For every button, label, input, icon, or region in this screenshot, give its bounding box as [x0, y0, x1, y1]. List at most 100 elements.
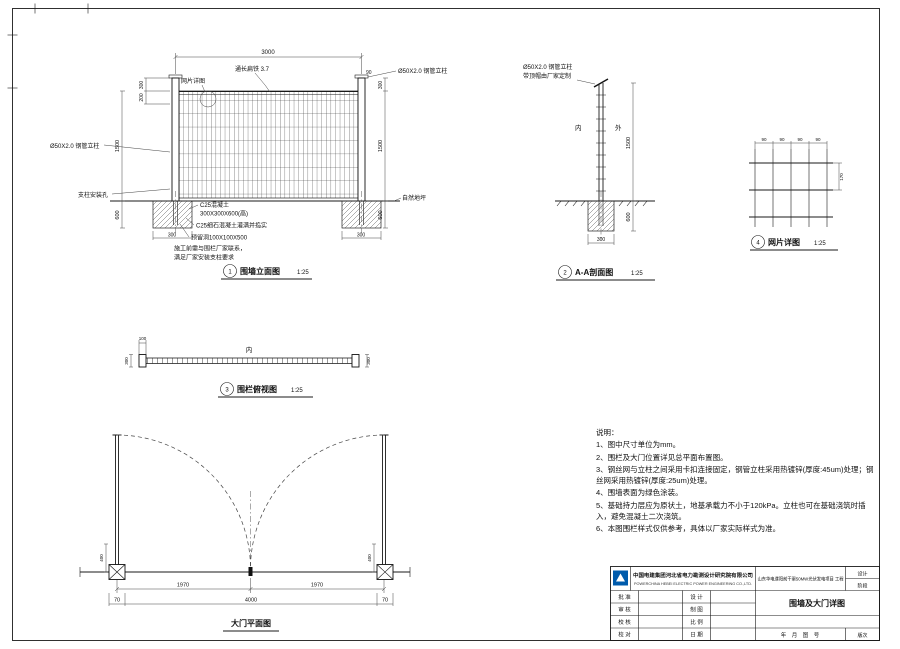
dim-label: 600	[378, 210, 384, 219]
view-title: A-A剖面图	[575, 267, 613, 277]
dim-label: 300	[168, 233, 177, 239]
dim-label: 400	[367, 554, 372, 562]
dim-label: 70	[382, 598, 388, 604]
dim-label: 90	[779, 137, 785, 142]
gate-leaf-right	[379, 434, 389, 565]
dim-label: 300	[139, 81, 145, 90]
view-title: 围墙立面图	[240, 266, 280, 276]
stage-label-2: 阶段	[857, 583, 867, 590]
stage-label-1: 设计	[857, 571, 867, 578]
view-scale: 1:25	[814, 241, 826, 247]
end-post-left	[138, 354, 147, 368]
dim-label: 1500	[115, 140, 121, 152]
swing-arc-left	[116, 434, 251, 573]
ground-label: 自然地坪	[402, 194, 426, 202]
footer-label: 年 月 图 号	[781, 631, 820, 639]
powerchina-logo-mark	[616, 573, 625, 582]
note-item: 5、基础持力层应为原状土，地基承载力不小于120kPa。立柱也可在基础浇筑时插入…	[596, 500, 866, 521]
view-title: 大门平面图	[231, 618, 271, 628]
notes-heading: 说明：	[596, 428, 619, 437]
mesh-clips	[596, 94, 606, 192]
end-post-right	[351, 354, 360, 368]
dim-label: 200	[139, 93, 145, 102]
view-scale: 1:25	[291, 388, 303, 394]
post-top-label: Ø50X2.0 钢管立柱	[398, 67, 447, 75]
dim-label: 90	[797, 137, 803, 142]
section-aa-view: Ø50X2.0 钢管立柱 带顶帽由厂家定制 内 外 1500 600 300 2…	[523, 63, 655, 281]
project-name: 山东华电濮阳前干渠50MW光伏发电项目 工程	[758, 576, 844, 583]
dim-label: 3000	[261, 50, 275, 56]
proof-label: 校 对	[618, 631, 631, 639]
concrete-size-label: 300X300X600(高)	[200, 210, 248, 218]
section-post-label2: 带顶帽由厂家定制	[523, 72, 571, 80]
dim-label: 300	[378, 81, 384, 90]
flat-iron-label: 通长扁铁 3.7	[235, 65, 270, 73]
dim-label: 90	[815, 137, 821, 142]
concrete-label: C25混凝土	[200, 201, 229, 209]
date-label: 日 期	[690, 632, 703, 639]
dim-label: 1970	[311, 583, 323, 589]
view-scale: 1:25	[631, 271, 643, 277]
fence-elevation-view: 3000 300 200 1500 600 300 1500 600 300 3…	[50, 50, 447, 280]
dim-label: 1500	[626, 137, 632, 149]
gate-leaf-left	[112, 434, 122, 565]
dim-label: 600	[115, 210, 121, 219]
dim-label: 300	[124, 357, 129, 365]
check-label: 校 核	[618, 618, 631, 626]
review-label: 审 核	[618, 606, 631, 614]
note-item: 3、钢丝网与立柱之间采用卡扣连接固定，钢管立柱采用热镀锌(厚度:45um)处理；…	[596, 464, 874, 485]
dim-label: 300	[597, 237, 606, 243]
outer-side-label: 外	[615, 123, 622, 132]
mesh-detail-view: 90 90 90 90 170 4 网片详图 1:25	[749, 137, 844, 251]
center-stop	[248, 567, 253, 576]
approve-label: 批 准	[618, 593, 631, 601]
company-name-en: POWERCHINA HEBEI ELECTRIC POWER ENGINEER…	[634, 582, 752, 586]
note-item: 4、围墙表面为绿色涂装。	[596, 488, 683, 498]
dim-label: 300	[357, 233, 366, 239]
dim-label: 70	[114, 598, 120, 604]
ground-hatch	[556, 200, 648, 207]
title-block: 中国电建集团河北省电力勘测设计研究院有限公司 POWERCHINA HEBEI …	[610, 566, 880, 641]
dim-label: 300	[366, 357, 371, 365]
inner-side-label: 内	[246, 345, 253, 354]
dim-label: 1500	[378, 140, 384, 152]
view-ref-number: 4	[756, 241, 760, 247]
note-item: 2、围栏及大门位置详见总平面布置图。	[596, 452, 728, 462]
version-label: 版次	[857, 632, 867, 639]
company-name-cn: 中国电建集团河北省电力勘测设计研究院有限公司	[633, 571, 753, 579]
mesh-detail-callout-label: 网片详图	[181, 77, 205, 85]
dim-label: 1970	[177, 583, 189, 589]
draft-label: 制 图	[690, 606, 703, 614]
drawing-title: 围墙及大门详图	[789, 598, 845, 608]
post-cap	[593, 78, 609, 88]
dim-label: 4000	[245, 598, 257, 604]
fence-bar	[145, 357, 353, 364]
ratio-label: 比 例	[690, 618, 703, 626]
site-note-label: 满足厂家安装支柱要求	[174, 254, 234, 262]
view-title: 围栏俯视图	[237, 384, 277, 394]
anchor-hole-label: 支柱安装孔	[78, 191, 108, 199]
hole-label: 预留洞100X100X500	[191, 234, 248, 242]
design-label: 设 计	[690, 593, 703, 601]
view-ref-number: 3	[225, 388, 229, 394]
dim-label: 90	[761, 137, 767, 142]
site-note-label: 施工前需与围栏厂家联系，	[174, 245, 246, 253]
left-post	[171, 77, 180, 202]
view-title: 网片详图	[768, 237, 800, 247]
grout-label: C25细石混凝土灌满并捣实	[196, 222, 267, 230]
gate-plan-view: 400 400 1970 1970 70 4000 70 大门平面图	[79, 434, 411, 632]
view-ref-number: 2	[563, 271, 567, 277]
inner-side-label: 内	[575, 123, 582, 132]
note-item: 1、图中尺寸单位为mm。	[596, 440, 681, 450]
dim-label: 170	[839, 173, 844, 181]
fence-top-view: 内 100 300 300 3 围栏俯视图 1:25	[124, 336, 371, 398]
dim-label: 600	[626, 212, 632, 221]
note-item: 6、本图围栏样式仅供参考，具体以厂家实际样式为准。	[596, 524, 781, 533]
view-scale: 1:25	[297, 270, 309, 276]
dim-label: 100	[139, 336, 147, 341]
view-ref-number: 1	[228, 270, 232, 276]
swing-arc-right	[250, 434, 385, 573]
notes: 说明： 1、图中尺寸单位为mm。 2、围栏及大门位置详见总平面布置图。 3、钢丝…	[596, 427, 876, 535]
